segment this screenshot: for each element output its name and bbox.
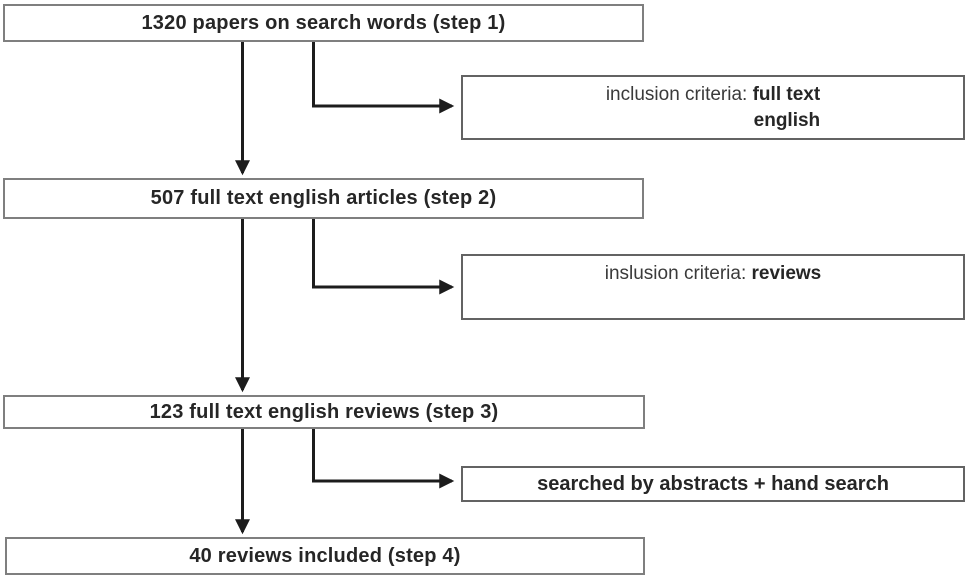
step3-label: 123 full text english reviews (step 3) bbox=[149, 400, 499, 423]
criteria1-normal-text: inclusion criteria: bbox=[605, 83, 748, 105]
step3-box: 123 full text english reviews (step 3) bbox=[3, 395, 645, 429]
step2-label: 507 full text english articles (step 2) bbox=[150, 187, 497, 209]
criteria3-box: searched by abstracts + hand search bbox=[461, 466, 965, 502]
criteria2-bold-text: reviews bbox=[751, 263, 822, 284]
step4-box: 40 reviews included (step 4) bbox=[5, 537, 645, 575]
step2-box: 507 full text english articles (step 2) bbox=[3, 178, 644, 219]
criteria1-text: inclusion criteria: full text english bbox=[606, 82, 820, 133]
arrow-right-step3-to-criteria3 bbox=[312, 429, 455, 489]
criteria1-bold-line2: english bbox=[753, 109, 821, 131]
criteria2-text: inslusion criteria: reviews bbox=[605, 261, 822, 287]
step1-box: 1320 papers on search words (step 1) bbox=[3, 4, 644, 42]
criteria2-box: inslusion criteria: reviews bbox=[461, 254, 965, 320]
criteria1-bold-text: full text bbox=[752, 83, 821, 105]
criteria2-normal-text: inslusion criteria: bbox=[604, 263, 747, 284]
step4-label: 40 reviews included (step 4) bbox=[189, 544, 461, 567]
criteria3-text: searched by abstracts + hand search bbox=[537, 471, 889, 498]
criteria3-bold-text: searched by abstracts + hand search bbox=[537, 472, 889, 495]
criteria1-box: inclusion criteria: full text english bbox=[461, 75, 965, 140]
step1-label: 1320 papers on search words (step 1) bbox=[141, 11, 506, 34]
arrow-right-step2-to-criteria2 bbox=[312, 219, 455, 295]
arrow-right-step1-to-criteria1 bbox=[312, 42, 455, 114]
